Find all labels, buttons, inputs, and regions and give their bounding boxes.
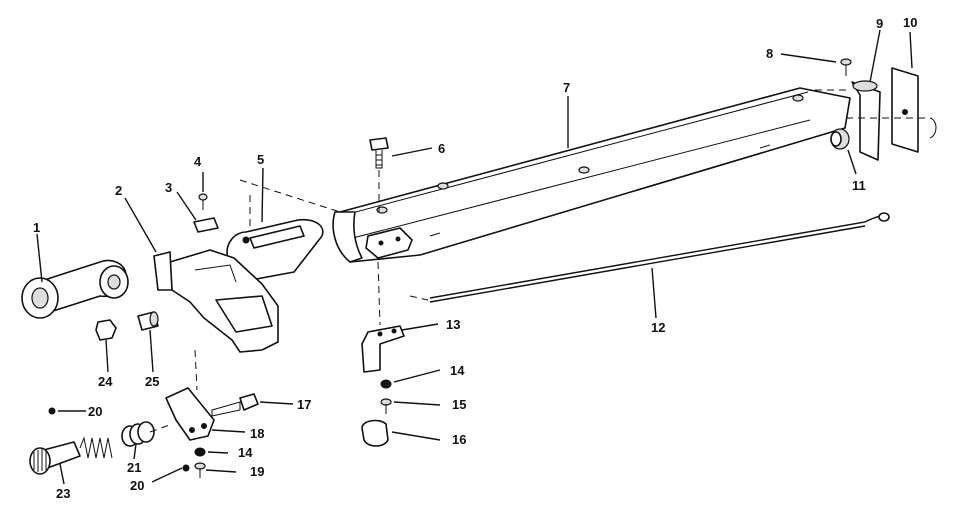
callout-15: 15 <box>452 397 466 412</box>
part-1-roller-arm <box>21 259 129 319</box>
part-20-ball-lower <box>182 464 190 472</box>
callout-1: 1 <box>33 220 40 235</box>
callout-21: 21 <box>127 460 141 475</box>
callout-11: 11 <box>852 178 866 193</box>
part-15-screw <box>380 398 392 414</box>
part-12-rod <box>409 212 890 303</box>
callout-14-lower: 14 <box>238 445 253 460</box>
leader-lines <box>36 29 913 485</box>
callout-12: 12 <box>651 320 665 335</box>
callout-25: 25 <box>145 374 159 389</box>
callout-6: 6 <box>438 141 445 156</box>
part-8-screw <box>840 58 852 76</box>
part-21-spring <box>79 421 155 459</box>
part-6-bolt <box>369 137 389 212</box>
part-25-pin <box>137 311 159 331</box>
callout-10: 10 <box>903 15 917 30</box>
part-18-clamp <box>165 387 215 441</box>
callout-18: 18 <box>250 426 264 441</box>
callout-labels: 1 2 3 4 5 6 7 8 9 10 11 12 13 14 15 16 1… <box>33 15 917 501</box>
callout-14-upper: 14 <box>450 363 465 378</box>
callout-2: 2 <box>115 183 122 198</box>
part-13-bracket <box>361 325 405 373</box>
callout-7: 7 <box>563 80 570 95</box>
part-24-nut <box>95 319 117 341</box>
callout-8: 8 <box>766 46 773 61</box>
part-7-arm-rail <box>332 87 851 263</box>
callout-19: 19 <box>250 464 264 479</box>
callout-4: 4 <box>194 154 202 169</box>
callout-16: 16 <box>452 432 466 447</box>
callout-24: 24 <box>98 374 113 389</box>
callout-13: 13 <box>446 317 460 332</box>
part-5-housing <box>226 218 324 283</box>
part-14-washer-upper <box>380 379 392 389</box>
callout-23: 23 <box>56 486 70 501</box>
part-19-screw <box>194 462 206 478</box>
part-3-clip <box>193 217 219 233</box>
part-10-end-plate <box>891 67 919 153</box>
callout-3: 3 <box>165 180 172 195</box>
part-11-bushing <box>830 128 850 150</box>
part-4-screw <box>198 193 208 210</box>
part-2-carriage <box>153 249 279 353</box>
part-14-washer-lower <box>194 447 206 457</box>
callout-5: 5 <box>257 152 264 167</box>
part-23-knob <box>29 423 173 475</box>
callout-9: 9 <box>876 16 883 31</box>
part-9-end-bracket <box>851 80 881 161</box>
part-16-foot <box>361 419 389 447</box>
callout-20-upper: 20 <box>88 404 102 419</box>
part-20-ball-upper <box>48 407 56 415</box>
callout-17: 17 <box>297 397 311 412</box>
part-17-bolt <box>211 393 259 417</box>
callout-20-lower: 20 <box>130 478 144 493</box>
